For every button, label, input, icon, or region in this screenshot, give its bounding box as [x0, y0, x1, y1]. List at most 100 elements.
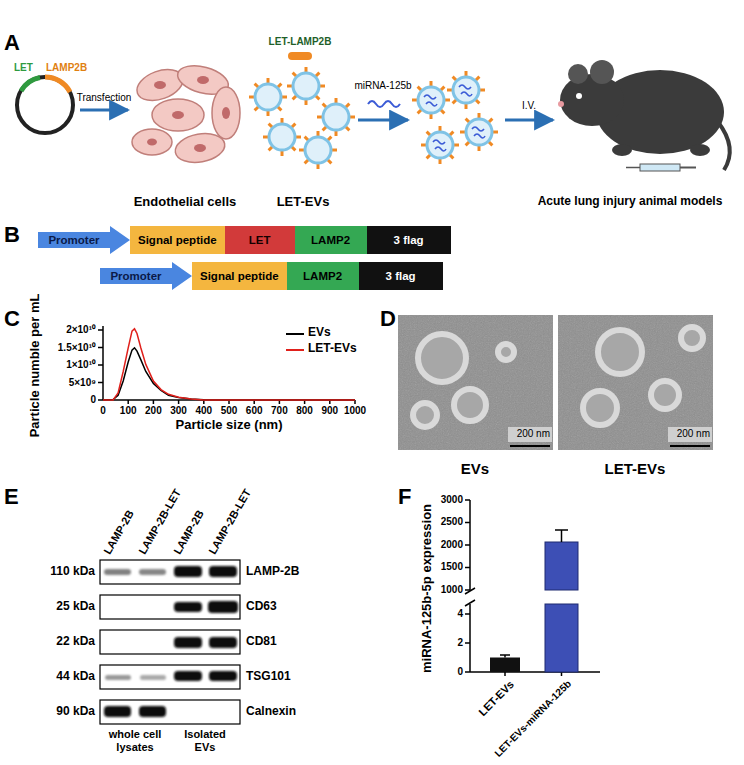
box-text: Promoter: [110, 270, 161, 283]
em-image: [598, 330, 642, 374]
tick-label: 3000: [441, 494, 463, 506]
tick-label: 2000: [441, 539, 463, 551]
arrow-shape: [38, 226, 130, 254]
blot-band: [174, 602, 202, 612]
endothelial-cells: [194, 144, 206, 152]
plot-axes: [98, 329, 103, 331]
em-image: [418, 334, 466, 382]
em-image: [670, 445, 710, 447]
step-arrow: [358, 119, 408, 122]
panel-letter: D: [380, 306, 396, 331]
em-image: [583, 391, 617, 425]
panel-letter: A: [4, 30, 20, 55]
error-bar: [500, 654, 510, 656]
bar: [545, 604, 578, 672]
protein-label: TSG101: [246, 670, 291, 684]
endothelial-cells: [154, 81, 166, 89]
error-bar: [500, 530, 568, 658]
box-text: Signal peptide: [200, 270, 279, 283]
ev-cluster: [249, 78, 287, 116]
blot-frame: [100, 665, 240, 689]
gene-label: LET: [14, 62, 33, 74]
endothelial-cells: [132, 129, 172, 155]
box-text: 3 flag: [386, 270, 416, 283]
lane-label: LAMP-2B: [101, 508, 136, 557]
plasmid-icon: [17, 77, 73, 133]
tick-label: 1000: [344, 405, 366, 417]
em-image: [398, 315, 553, 450]
blot-frame: [100, 595, 240, 619]
tick-label: 1000: [441, 584, 463, 596]
endothelial-cells: [147, 76, 230, 152]
plasmid-icon: [21, 78, 40, 92]
mouse-illustration: [568, 64, 588, 84]
box-text: LAMP2: [311, 234, 350, 247]
blot-band: [104, 569, 131, 575]
panel-letter: B: [4, 222, 20, 247]
em-image: [510, 445, 550, 447]
plasmid-icon: [17, 77, 73, 133]
tick-label: 500: [221, 405, 238, 417]
protein-label: CD81: [246, 635, 277, 649]
plot-axes: [98, 364, 103, 366]
em-image: [413, 327, 703, 427]
blot-band: [209, 566, 237, 577]
panel-letter: E: [4, 484, 19, 509]
flag-box: 3 flag: [359, 262, 443, 290]
loaded-ev-cluster: [447, 71, 485, 109]
blot-band: [208, 601, 238, 613]
em-image: [508, 427, 552, 442]
mouse-illustration: [612, 144, 632, 156]
blot-band: [104, 566, 238, 717]
blot-band: [209, 637, 237, 648]
endothelial-cells: [197, 76, 209, 84]
signal-peptide-box: Signal peptide: [192, 262, 287, 290]
tick-label: 2: [457, 637, 463, 649]
bar-axes: [470, 671, 600, 673]
box-text: LET: [249, 234, 271, 247]
em-image: [454, 389, 486, 421]
size-curve: [103, 348, 355, 400]
syringe-icon: [626, 164, 696, 171]
legend-line: [286, 333, 304, 335]
loaded-ev-cluster: [460, 113, 498, 151]
endothelial-cells: [222, 107, 230, 119]
promoter-arrow: Promoter: [100, 262, 192, 290]
plot-axes: [153, 400, 155, 404]
axis-title: Particle size (nm): [176, 418, 283, 433]
blot-frame: [100, 560, 240, 724]
tick-label: 2×10¹⁰: [66, 324, 96, 336]
bar-axes: [465, 642, 470, 644]
tick-label: 2500: [441, 516, 463, 528]
em-image: [558, 315, 713, 450]
plot-axes: [98, 347, 103, 349]
bar: [490, 542, 578, 672]
axis-title: Particle numble per mL: [29, 293, 44, 437]
box-text: Signal peptide: [138, 234, 217, 247]
step-label: Transfection: [77, 92, 132, 104]
mirna-icon: [368, 101, 400, 107]
tick-label: 1.5×10¹⁰: [58, 342, 96, 354]
syringe-icon: [626, 167, 640, 169]
blot-frame: [100, 700, 240, 724]
mass-label: 90 kDa: [56, 705, 95, 719]
legend-sample: [286, 345, 304, 355]
tick-label: 600: [246, 405, 263, 417]
plot-axes: [127, 400, 129, 404]
tick-label: 700: [271, 405, 288, 417]
lamp2-box: LAMP2: [287, 262, 359, 290]
box-text: 3 flag: [394, 234, 424, 247]
syringe-icon: [640, 164, 680, 171]
em-image: [398, 315, 713, 450]
bar-axes: [465, 522, 470, 524]
lamp2-box: LAMP2: [295, 226, 367, 254]
gene-label: LAMP2B: [46, 62, 87, 74]
box-text: LAMP2: [303, 270, 342, 283]
em-image: [681, 327, 703, 349]
bar-axes: [465, 544, 470, 546]
blot-frame: [100, 630, 240, 654]
loaded-ev-cluster: [412, 71, 498, 164]
em-image: [668, 427, 712, 442]
legend-line: [286, 349, 304, 351]
